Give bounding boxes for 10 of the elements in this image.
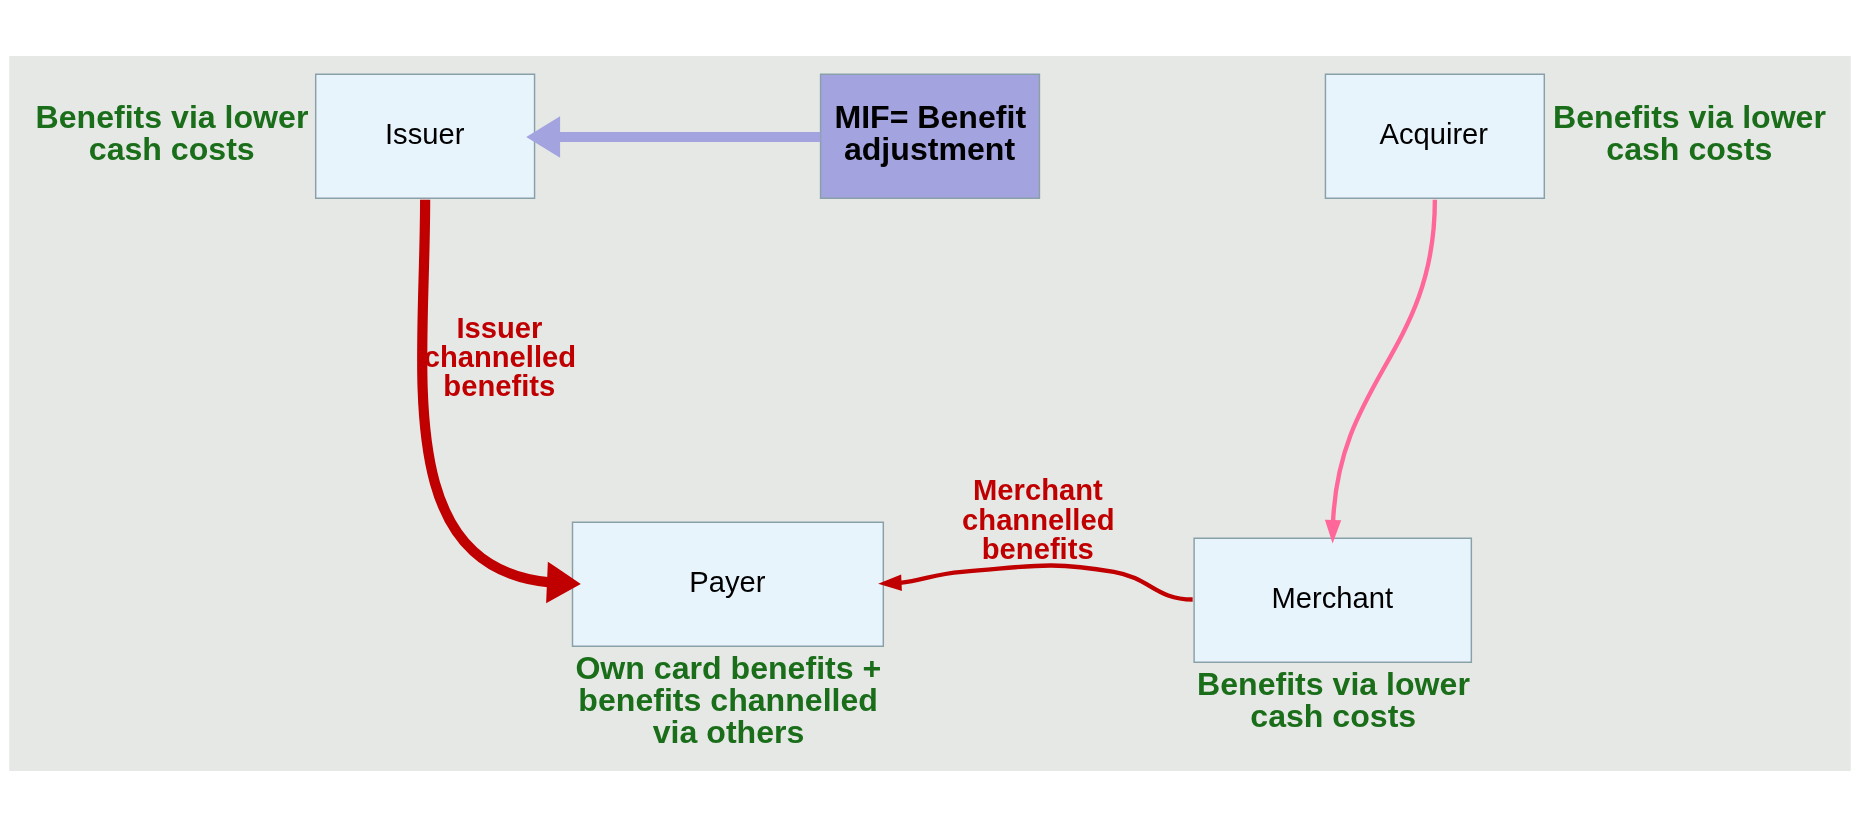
edge-label: Issuer channelled benefits [423, 311, 577, 402]
node-label: Benefits via lower cash costs [1553, 98, 1826, 167]
arrow [1324, 199, 1438, 543]
node-label: Benefits via lower cash costs [35, 98, 309, 167]
arrow [417, 199, 581, 603]
edge-label: Merchant channelled benefits [962, 473, 1115, 565]
arrow [878, 562, 1193, 602]
node-label: Benefits via lower cash costs [1197, 665, 1470, 734]
arrow [526, 115, 821, 158]
node-label: Own card benefits + benefits channelled via others [575, 649, 882, 750]
